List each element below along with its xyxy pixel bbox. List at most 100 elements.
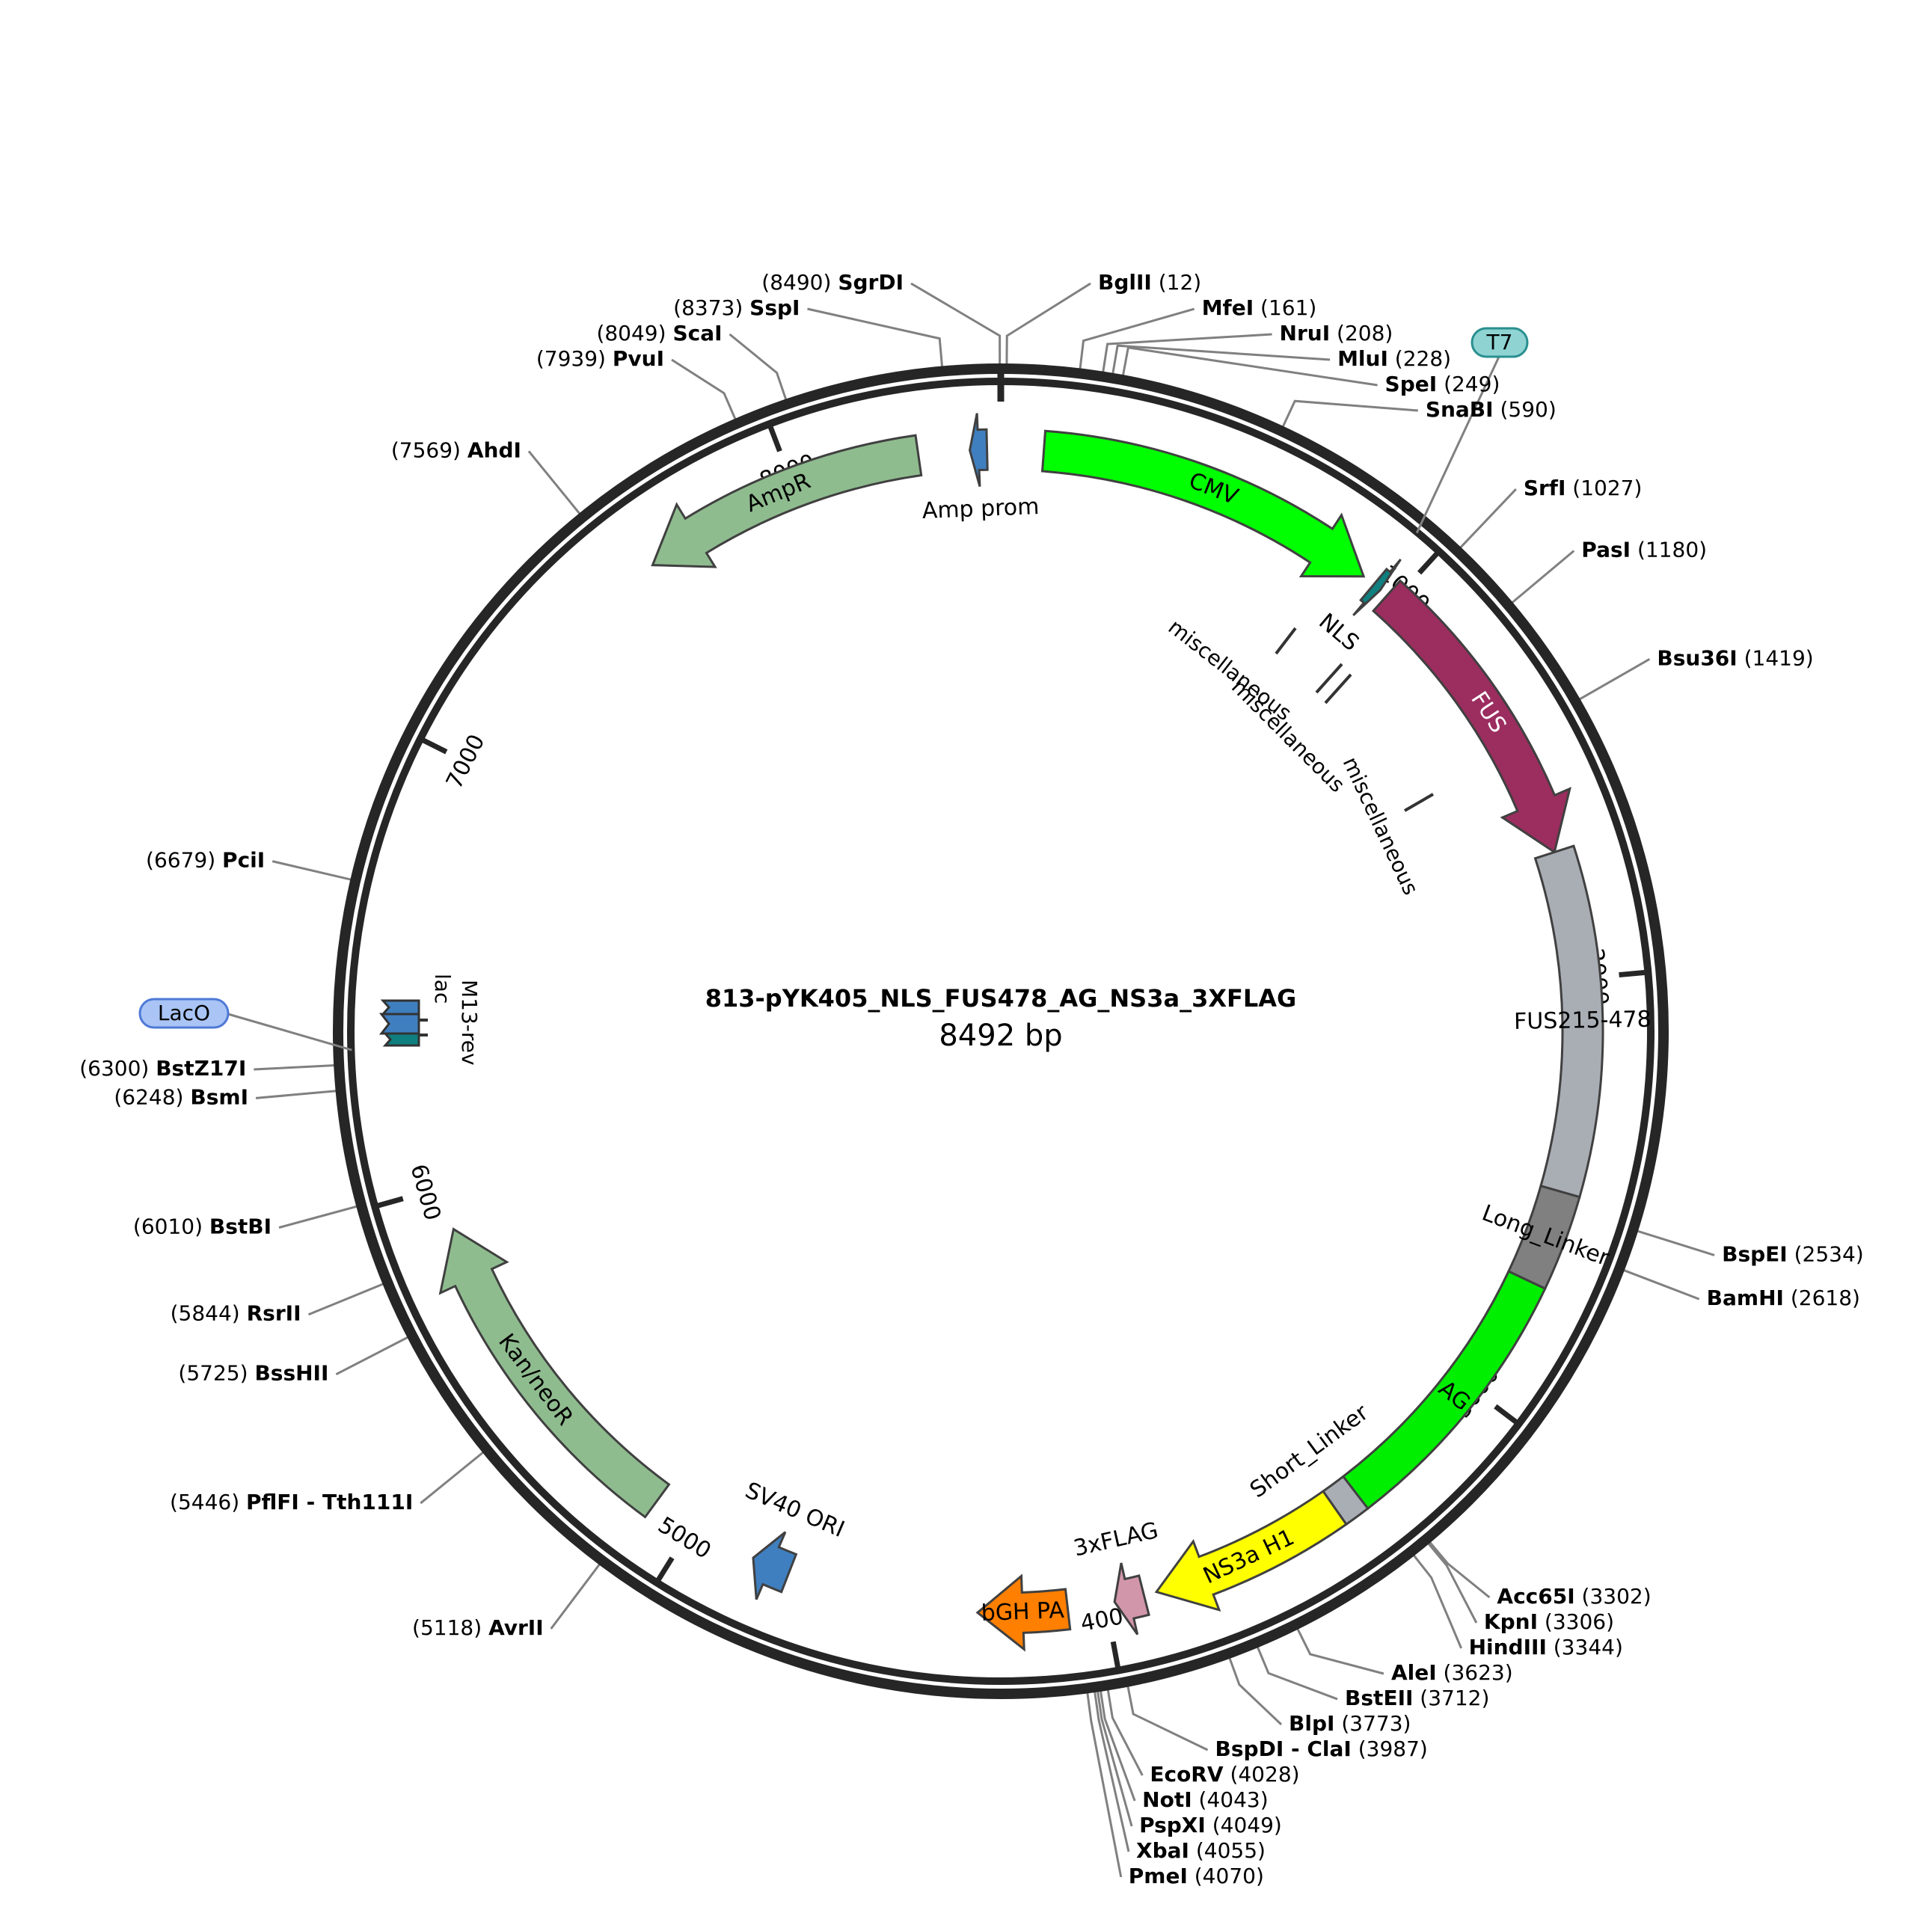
site-pos: (6679) <box>146 848 222 873</box>
feature-bgh-pa <box>975 1573 1072 1652</box>
misc-label-3: miscellaneous <box>1338 753 1423 899</box>
site-line-pcii <box>272 860 356 882</box>
site-name: ScaI <box>672 321 722 346</box>
site-line-pflfi-tth111i <box>420 1448 488 1505</box>
site-name: MluI <box>1337 346 1388 371</box>
site-pos: (5118) <box>412 1615 488 1640</box>
feature-ampr <box>651 434 923 568</box>
site-name: PmeI <box>1129 1864 1188 1888</box>
site-spei: SpeI (249) <box>1385 372 1500 396</box>
site-pos: (6300) <box>79 1056 156 1081</box>
tick-8000 <box>767 423 782 452</box>
site-rsrii: (5844) RsrII <box>171 1301 301 1326</box>
site-line-acc65i <box>1426 1538 1491 1599</box>
site-avrii: (5118) AvrII <box>412 1615 544 1640</box>
site-name: BlpI <box>1289 1711 1334 1736</box>
site-pos: (2534) <box>1788 1241 1864 1266</box>
site-name: BstBI <box>209 1214 272 1239</box>
site-sgrdi: (8490) SgrDI <box>761 270 904 295</box>
site-pvui: (7939) PvuI <box>536 346 664 371</box>
site-noti: NotI (4043) <box>1142 1787 1269 1812</box>
site-sspi: (8373) SspI <box>673 295 800 320</box>
site-name: AvrII <box>488 1615 544 1640</box>
site-snabi: SnaBI (590) <box>1426 397 1557 422</box>
site-bsmi: (6248) BsmI <box>114 1084 248 1109</box>
site-pos: (590) <box>1494 397 1557 422</box>
site-bspdi-clai: BspDI - ClaI (3987) <box>1215 1736 1428 1761</box>
laco-feature <box>380 999 420 1016</box>
site-hindiii: HindIII (3344) <box>1469 1635 1623 1659</box>
tick-3000 <box>1494 1404 1520 1426</box>
misc-mark-3 <box>1324 673 1352 704</box>
marker-t7 <box>1471 327 1529 358</box>
feature-ns3a-h1 <box>1154 1489 1349 1612</box>
feature-label-amp-prom: Amp prom <box>921 494 1040 524</box>
site-pos: (1027) <box>1565 476 1642 500</box>
site-line-sspi <box>807 307 944 372</box>
site-line-mlui <box>1111 344 1331 378</box>
misc-features: miscellaneous miscellaneous miscellaneou… <box>1164 615 1435 899</box>
site-line-blpi <box>1227 1653 1283 1726</box>
site-line-noti <box>1099 1686 1136 1802</box>
site-name: PasI <box>1581 538 1631 562</box>
misc-mark-2 <box>1315 663 1343 694</box>
site-line-ecorv <box>1105 1685 1144 1776</box>
site-pos: (249) <box>1437 372 1500 396</box>
site-line-ahdi <box>527 450 584 518</box>
site-bstz17i: (6300) BstZ17I <box>79 1056 246 1081</box>
site-line-spei <box>1120 346 1378 387</box>
site-srfi: SrfI (1027) <box>1524 476 1643 500</box>
site-mlui: MluI (228) <box>1337 346 1451 371</box>
site-line-xbai <box>1093 1686 1130 1852</box>
site-line-bsshii <box>335 1334 413 1375</box>
site-name: PvuI <box>613 346 664 371</box>
site-line-bspei <box>1632 1228 1715 1256</box>
site-pos: (5725) <box>178 1361 254 1386</box>
site-pos: (3344) <box>1547 1635 1623 1659</box>
misc-label-2: miscellaneous <box>1227 675 1349 797</box>
site-bsteii: BstEII (3712) <box>1345 1686 1489 1710</box>
feature-sv40-ori <box>752 1531 798 1600</box>
site-labels: BglII (12)MfeI (161)NruI (208)MluI (228)… <box>79 270 1864 1888</box>
site-name: HindIII <box>1469 1635 1547 1659</box>
site-name: Bsu36I <box>1657 645 1737 670</box>
m13-rev-label: M13-rev <box>457 980 482 1066</box>
marker-laco <box>138 998 230 1029</box>
site-name: BspDI - ClaI <box>1215 1736 1352 1761</box>
site-name: RsrII <box>247 1301 301 1326</box>
site-name: NruI <box>1280 321 1331 346</box>
site-name: PspXI <box>1139 1813 1206 1837</box>
feature-label-sv40-ori: SV40 ORI <box>741 1477 848 1543</box>
feature-label-3xflag: 3xFLAG <box>1071 1517 1161 1561</box>
site-pos: (208) <box>1330 321 1393 346</box>
site-line-bglii <box>1005 282 1091 369</box>
site-line-snabi <box>1280 399 1418 432</box>
site-name: KpnI <box>1484 1609 1538 1634</box>
site-bsshii: (5725) BssHII <box>178 1361 328 1386</box>
site-name: BamHI <box>1707 1286 1784 1310</box>
feature-label-fus215-478: FUS215-478 <box>1514 1007 1652 1035</box>
site-line-pasi <box>1507 550 1575 607</box>
site-bspei: BspEI (2534) <box>1722 1241 1864 1266</box>
site-name: Acc65I <box>1497 1584 1574 1609</box>
site-line-bamhi <box>1619 1267 1700 1300</box>
site-name: BssHII <box>254 1361 328 1386</box>
lac-m13-features: lac M13-rev <box>378 974 482 1066</box>
site-pos: (3987) <box>1352 1736 1428 1761</box>
site-pos: (8049) <box>596 321 672 346</box>
tick-5000 <box>654 1556 675 1584</box>
site-line-mfei <box>1078 307 1195 374</box>
site-pos: (5844) <box>171 1301 247 1326</box>
site-name: BglII <box>1098 270 1152 295</box>
site-name: BstZ17I <box>156 1056 246 1081</box>
site-pos: (8373) <box>673 295 749 320</box>
site-blpi: BlpI (3773) <box>1289 1711 1411 1736</box>
site-name: SgrDI <box>838 270 904 295</box>
site-pos: (7939) <box>536 346 613 371</box>
tick-4000 <box>1110 1641 1121 1671</box>
site-line-nrui <box>1101 333 1272 377</box>
tick-1000 <box>1417 550 1441 575</box>
site-name: PflFI - Tth111I <box>246 1490 413 1514</box>
m13-rev-feature <box>382 1032 420 1047</box>
site-pos: (4028) <box>1224 1762 1300 1787</box>
